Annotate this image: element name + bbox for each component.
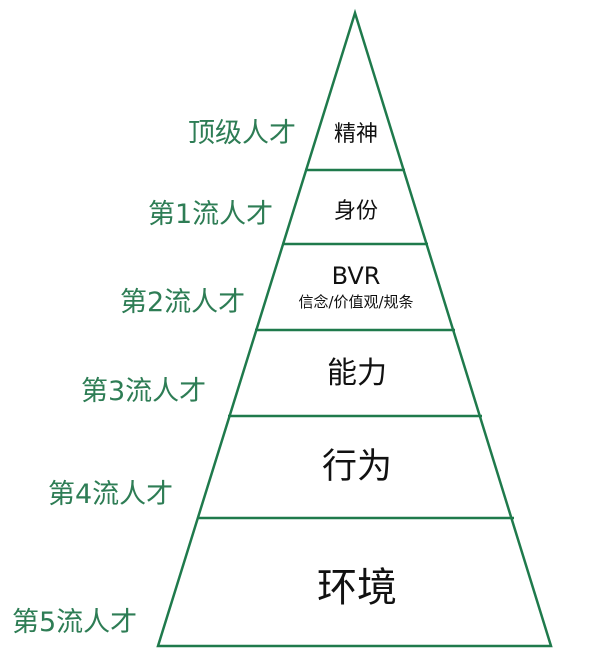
- layer-label-bvr-detail: 信念/价值观/规条: [298, 293, 414, 311]
- layer-label-identity: 身份: [333, 199, 379, 224]
- side-label-2: 第2流人才: [120, 287, 246, 318]
- side-label-3: 第3流人才: [81, 376, 207, 407]
- layer-label-capability: 能力: [327, 356, 387, 391]
- side-label-1: 第1流人才: [148, 199, 274, 230]
- layer-label-bvr: BVR: [331, 262, 381, 290]
- layer-label-environment: 环境: [317, 565, 397, 611]
- layer-label-behavior: 行为: [321, 447, 393, 487]
- side-label-4: 第4流人才: [48, 479, 174, 510]
- layer-label-spirit: 精神: [333, 122, 379, 147]
- side-label-5: 第5流人才: [12, 607, 138, 638]
- side-label-top: 顶级人才: [188, 118, 296, 149]
